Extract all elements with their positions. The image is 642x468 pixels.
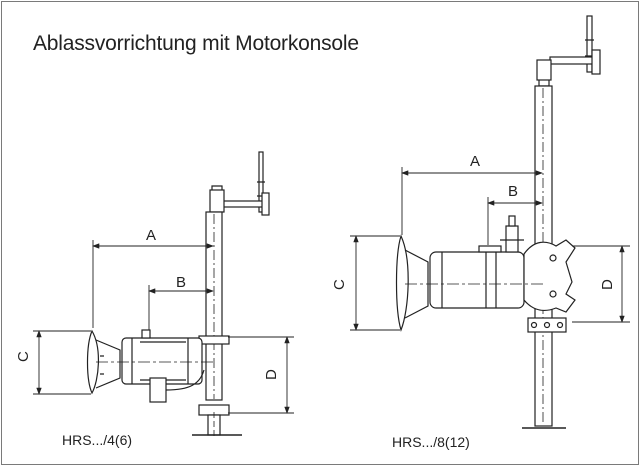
left-guide-rod (192, 151, 270, 438)
right-mixer (395, 215, 576, 333)
right-dim-b: B (508, 183, 518, 200)
right-model-label: HRS.../8(12) (392, 434, 470, 450)
right-drawing (395, 15, 601, 429)
left-mixer (86, 329, 205, 403)
right-guide-rod (522, 15, 601, 429)
right-dim-d: D (599, 279, 616, 290)
diagram-title: Ablassvorrichtung mit Motorkonsole (33, 32, 359, 55)
left-drawing (86, 151, 270, 438)
left-dim-b: B (176, 274, 186, 291)
left-model-label: HRS.../4(6) (62, 432, 133, 448)
right-dim-a: A (470, 153, 480, 170)
left-dim-c: C (15, 351, 32, 362)
left-dim-a: A (146, 227, 156, 244)
right-dimensions (350, 167, 630, 331)
left-dim-d: D (263, 369, 280, 380)
left-dimensions (33, 240, 294, 414)
right-dim-c: C (331, 279, 348, 290)
